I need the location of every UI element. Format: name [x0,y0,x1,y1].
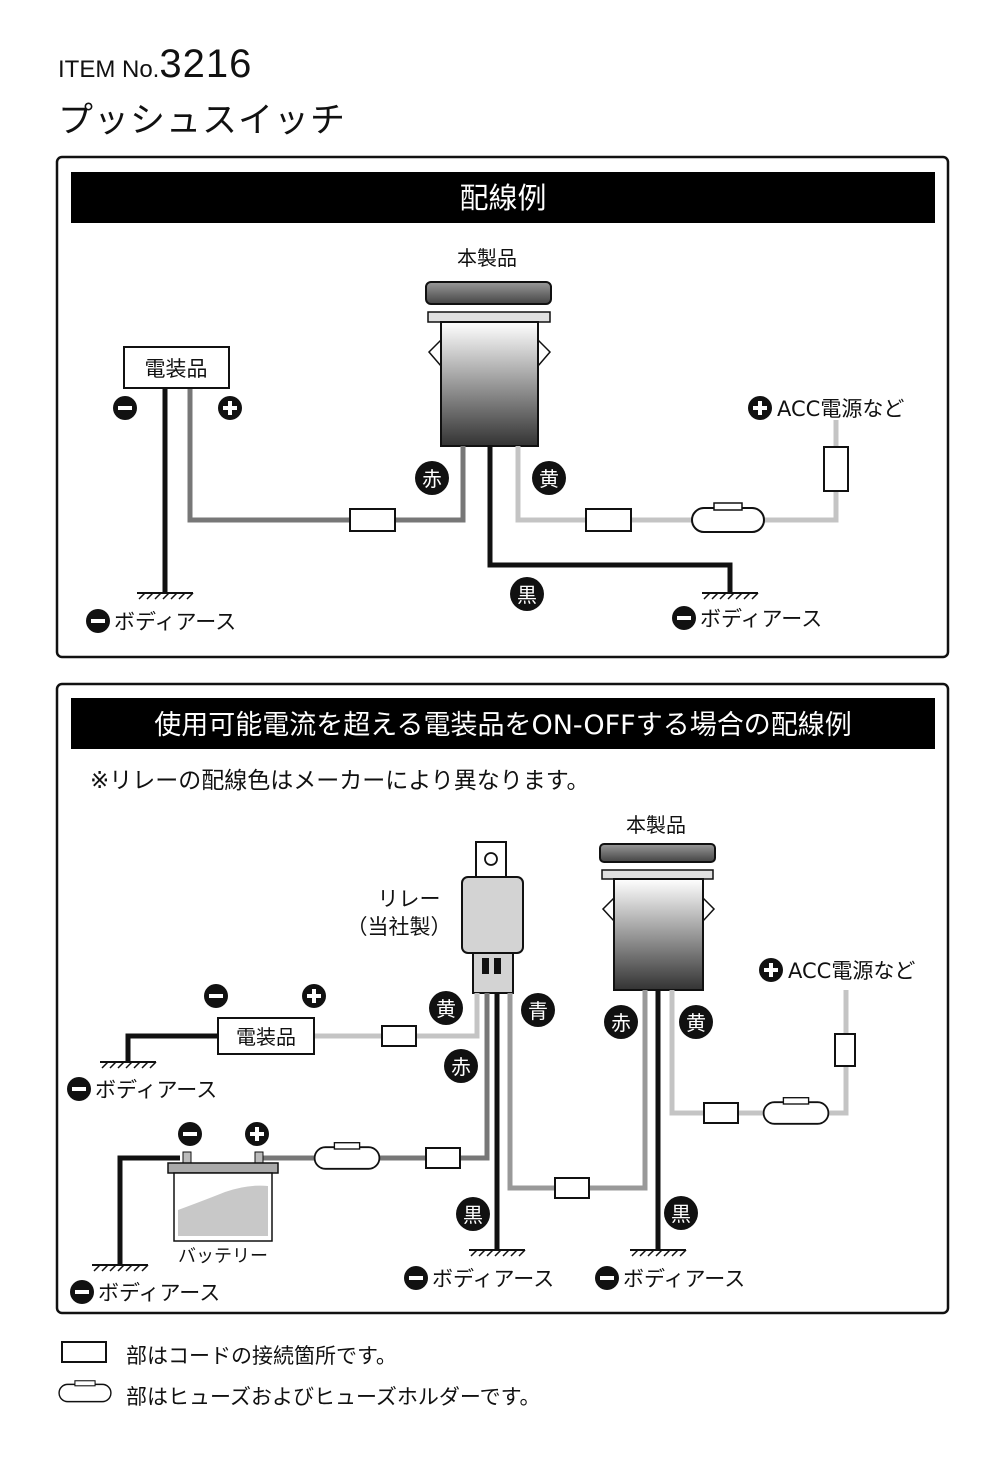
diagram2-relay-yellow-badge-text: 黄 [436,997,456,1021]
diagram2-blue-badge-text: 青 [528,999,548,1023]
diagram2-ground-label-relay: ボディアース [432,1267,554,1291]
diagram2-relay-black-badge-text: 黒 [463,1203,483,1227]
legend-fuse-icon [58,1380,112,1403]
diagram2-battery-ground-wire [117,1155,180,1265]
legend-connector-icon [61,1341,107,1363]
diagram2-relay-yellow-badge [429,991,463,1025]
item-number: 3216 [159,42,253,86]
diagram1-accessory-minus-icon [113,396,137,420]
diagram2-connector-red [425,1147,461,1169]
diagram2-title: 使用可能電流を超える電装品をON-OFFする場合の配線例 [154,710,851,741]
diagram2-connector-blue [554,1177,590,1199]
diagram2-accessory-box [217,1017,315,1055]
diagram1-yellow-badge-text: 黄 [539,467,559,491]
header: ITEM No.3216 プッシュスイッチ [58,44,346,143]
diagram1-switch [425,281,552,447]
diagram2-battery-fuse [313,1141,381,1170]
diagram2-note: ※リレーの配線色はメーカーにより異なります。 [90,768,590,794]
diagram2-accessory-minus-icon [204,984,228,1008]
diagram2-connector-switch-yellow [703,1102,739,1124]
diagram1-fuse [691,502,765,533]
diagram1-accessory-box [123,346,230,389]
diagram2-relay-red-badge-text: 赤 [451,1055,471,1079]
diagram2-ground-minus-icon-battery [70,1280,94,1304]
diagram2-ground-label-switch: ボディアース [623,1267,745,1291]
diagram2-product-label: 本製品 [626,813,686,837]
diagram1-ground-label-right: ボディアース [700,607,822,631]
diagram2-title-bar [71,698,935,749]
diagram2-relay-black-badge [456,1197,490,1231]
diagram1-accessory-label: 電装品 [145,357,208,381]
diagram2-relay-yellow-wire [310,993,480,1039]
diagram2-switch-red-badge-text: 赤 [611,1011,631,1035]
diagram1-black-badge-text: 黒 [517,583,537,607]
diagram2-relay-label-line2: （当社製） [347,915,452,939]
diagram2-acc-connector [834,1033,856,1067]
diagram2-battery-minus-icon [178,1122,202,1146]
legend-fuse-text: 部はヒューズおよびヒューズホルダーです。 [126,1385,541,1409]
diagram2-acc-plus-icon [759,958,783,982]
diagram2-accessory-label: 電装品 [236,1025,296,1049]
diagram1-ground-label-left: ボディアース [114,610,236,634]
diagram2-relay-red-badge [444,1049,478,1083]
diagram2-accessory-ground-wire [125,1033,218,1062]
diagram2-blue-badge [521,993,555,1027]
diagram1-red-badge [415,461,449,495]
diagram2-relay-label-line1: リレー [378,887,441,911]
diagram1-title: 配線例 [459,181,546,215]
diagram1-black-wire [487,446,733,593]
diagram1-acc-plus-icon [748,396,772,420]
diagram1-acc-connector [823,446,849,492]
diagram2-connector-yellow [381,1025,417,1047]
diagram2-switch-black-badge [664,1196,698,1230]
diagram2-switch-red-badge [604,1005,638,1039]
diagram2-acc-label: ACC電源など [788,959,915,983]
diagram1-black-badge [510,577,544,611]
diagram1-red-wire [187,388,466,523]
diagram2-switch-black-badge-text: 黒 [671,1202,691,1226]
diagram1-accessory-plus-icon [218,396,242,420]
diagram2-accessory-plus-icon [302,984,326,1008]
item-prefix: ITEM No. [58,56,160,83]
diagram2-switch-yellow-badge-text: 黄 [686,1011,706,1035]
product-name: プッシュスイッチ [58,101,347,141]
diagram1-connector-yellow [585,508,632,532]
diagram2-relay [461,841,524,994]
diagram2-acc-fuse [762,1096,830,1125]
legend-connector-text: 部はコードの接続箇所です。 [126,1344,397,1368]
diagram1-ground-minus-icon-left [86,609,110,633]
diagram2-ground-label-accessory: ボディアース [95,1078,217,1102]
diagram2-ground-label-battery: ボディアース [98,1281,220,1305]
diagram2-battery [167,1151,279,1242]
diagram1-acc-label: ACC電源など [777,397,904,421]
diagram1-title-bar [71,172,935,223]
diagram2-battery-plus-icon [245,1122,269,1146]
diagram2-ground-minus-icon-switch [595,1266,619,1290]
diagram2-ground-minus-icon-accessory [67,1077,91,1101]
diagram1-red-badge-text: 赤 [422,467,442,491]
diagram1-connector-red [349,508,396,532]
diagram2-ground-minus-icon-relay [404,1266,428,1290]
item-number-line: ITEM No.3216 [58,44,346,84]
diagram1-ground-minus-icon-right [672,606,696,630]
diagram2-switch-yellow-badge [679,1005,713,1039]
diagram2-battery-label: バッテリー [178,1246,268,1267]
diagram1-yellow-badge [532,461,566,495]
diagram1-product-label: 本製品 [457,246,517,270]
